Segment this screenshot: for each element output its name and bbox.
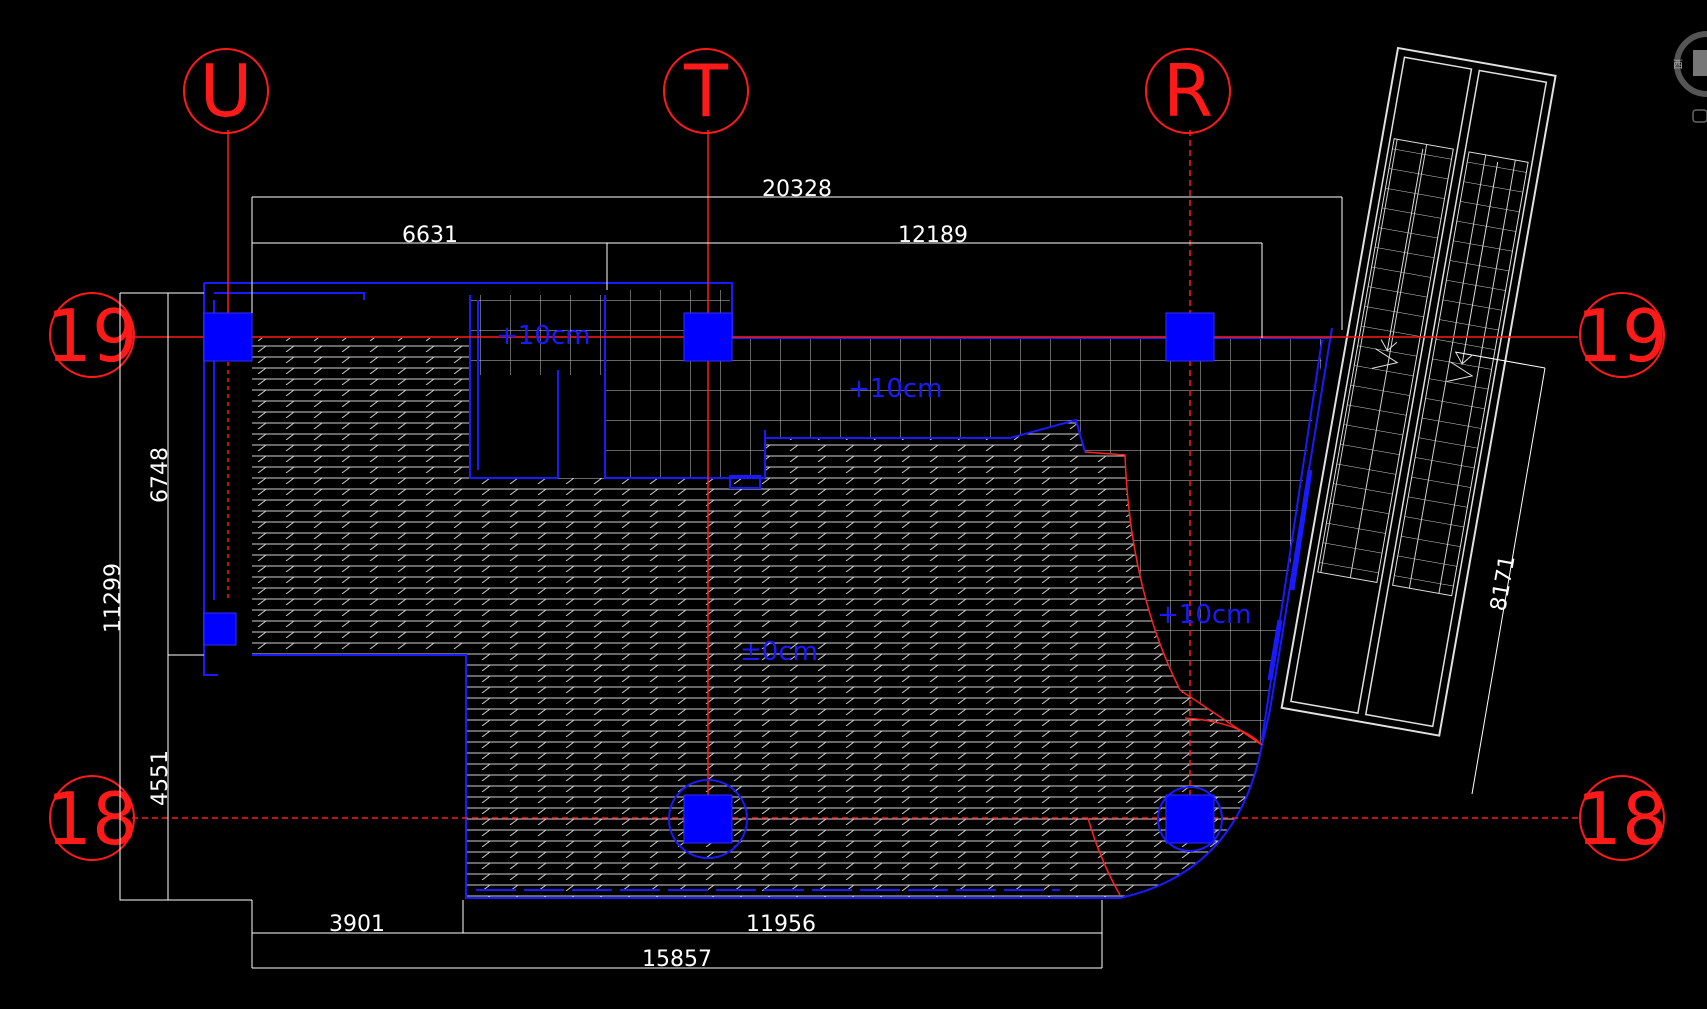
column-t18 bbox=[683, 794, 733, 844]
column-u-mid bbox=[203, 612, 237, 646]
dim-left-lower: 4551 bbox=[148, 750, 173, 806]
grid-label-t: T bbox=[683, 49, 729, 133]
level-room-top: +10cm bbox=[496, 321, 591, 351]
viewcube-widget[interactable]: 西 bbox=[1667, 22, 1707, 132]
grid-bubbles bbox=[49, 48, 1665, 861]
grid-label-u: U bbox=[200, 49, 253, 133]
columns bbox=[203, 312, 1215, 844]
grid-lines bbox=[132, 130, 1578, 820]
dim-stair: 8171 bbox=[1486, 554, 1520, 613]
level-right: +10cm bbox=[1157, 600, 1252, 630]
dim-bottom-mid: 11956 bbox=[746, 912, 816, 937]
level-corridor: +10cm bbox=[848, 374, 943, 404]
red-boundaries bbox=[1084, 451, 1263, 896]
grid-bubble-18-left bbox=[49, 775, 135, 861]
tile-area-small-room bbox=[470, 295, 605, 375]
grid-bubble-t bbox=[663, 48, 749, 134]
level-main: ±0cm bbox=[740, 637, 818, 667]
tile-area-right bbox=[605, 338, 1325, 745]
dimension-lines bbox=[119, 196, 1343, 969]
dim-overall-top: 20328 bbox=[762, 177, 832, 202]
column-r18-ring bbox=[1157, 786, 1223, 852]
dim-bottom-overall: 15857 bbox=[642, 947, 712, 972]
grid-bubble-18-right bbox=[1579, 775, 1665, 861]
grid-label-19-left: 19 bbox=[46, 294, 138, 378]
viewcube-west-label: 西 bbox=[1673, 60, 1683, 71]
column-r18 bbox=[1165, 794, 1215, 844]
grid-label-18-right: 18 bbox=[1576, 777, 1668, 861]
dim-top-right: 12189 bbox=[898, 223, 968, 248]
column-u19 bbox=[203, 312, 253, 362]
grid-label-19-right: 19 bbox=[1576, 294, 1668, 378]
column-t19 bbox=[683, 312, 733, 362]
walls bbox=[203, 282, 1333, 899]
stair-block bbox=[1280, 46, 1557, 737]
column-t18-ring bbox=[668, 779, 748, 859]
dim-bottom-left: 3901 bbox=[329, 912, 385, 937]
dim-left-inner: 6748 bbox=[148, 447, 173, 503]
dim-top-left: 6631 bbox=[402, 223, 458, 248]
grid-bubble-19-right bbox=[1579, 292, 1665, 378]
grid-bubble-u bbox=[183, 48, 269, 134]
grid-bubble-19-left bbox=[49, 292, 135, 378]
grid-label-r: R bbox=[1163, 49, 1213, 133]
grid-label-18-left: 18 bbox=[46, 777, 138, 861]
grid-bubble-r bbox=[1145, 48, 1231, 134]
column-r19 bbox=[1165, 312, 1215, 362]
dim-left-overall: 11299 bbox=[101, 563, 126, 633]
